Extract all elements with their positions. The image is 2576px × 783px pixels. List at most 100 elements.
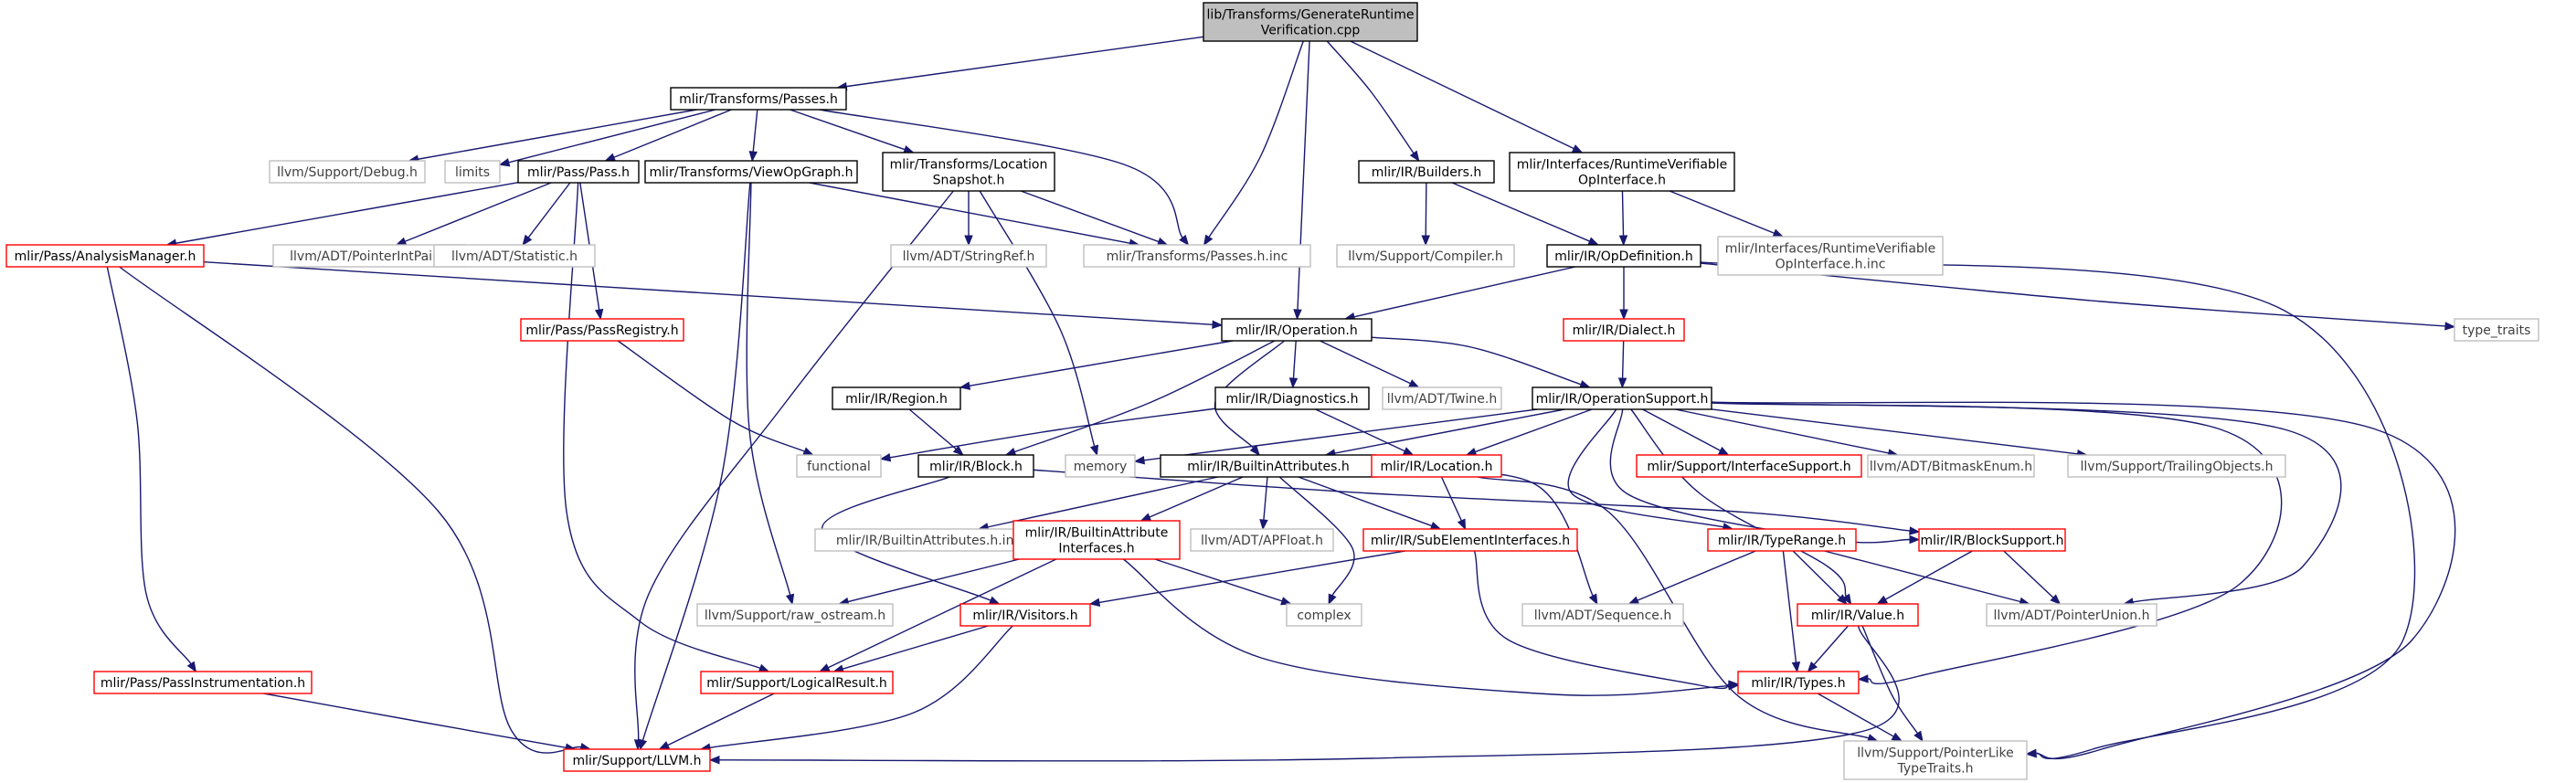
node-label: mlir/IR/BuiltinAttribute (1025, 526, 1169, 541)
edge-arrowhead (1293, 309, 1302, 321)
node-block-support-h[interactable]: mlir/IR/BlockSupport.h (1918, 528, 2066, 552)
edge-ir-value-h-to-ir-types-h (1807, 625, 1849, 673)
node-ir-operation-h[interactable]: mlir/IR/Operation.h (1221, 318, 1373, 342)
edge-line (1451, 182, 1590, 242)
edge-arrowhead (964, 235, 973, 247)
edge-arrowhead (498, 158, 511, 167)
node-label: functional (807, 460, 871, 474)
node-root[interactable]: lib/Transforms/GenerateRuntimeVerificati… (1203, 2, 1418, 42)
node-box (959, 603, 1091, 627)
node-adt-sequence-h: llvm/ADT/Sequence.h (1521, 603, 1684, 627)
edge-arrowhead (1133, 456, 1146, 465)
node-builtin-attributes-h-inc: mlir/IR/BuiltinAttributes.h.inc (814, 528, 1043, 552)
node-box (832, 386, 961, 410)
node-sub-element-interfaces-h[interactable]: mlir/IR/SubElementInterfaces.h (1362, 528, 1578, 552)
node-transforms-passes-h[interactable]: mlir/Transforms/Passes.h (670, 87, 847, 111)
node-support-llvm-h[interactable]: mlir/Support/LLVM.h (563, 748, 711, 772)
node-label: mlir/IR/Diagnostics.h (1225, 392, 1358, 407)
node-ir-visitors-h[interactable]: mlir/IR/Visitors.h (959, 603, 1091, 627)
node-pass-instrumentation-h[interactable]: mlir/Pass/PassInstrumentation.h (93, 671, 313, 694)
node-label: mlir/Pass/PassRegistry.h (525, 323, 678, 338)
node-ir-block-h[interactable]: mlir/IR/Block.h (917, 454, 1034, 478)
edge-line (1817, 693, 1894, 737)
node-limits: limits (444, 160, 501, 184)
node-box (563, 748, 711, 772)
edge-arrowhead (1328, 593, 1337, 606)
edge-ir-value-h-to-support-llvm-h (708, 625, 1900, 765)
edge-line (106, 266, 192, 664)
edge-arrowhead (1913, 730, 1924, 743)
edge-analysis-manager-h-to-pass-instrumentation-h (106, 266, 197, 673)
edge-line (418, 109, 697, 160)
node-label: mlir/Pass/Pass.h (527, 165, 630, 180)
edge-line (641, 182, 751, 741)
node-box (1203, 2, 1418, 42)
node-pass-registry-h[interactable]: mlir/Pass/PassRegistry.h (520, 318, 684, 342)
node-label: llvm/ADT/APFloat.h (1201, 534, 1323, 548)
edge-arrowhead (785, 593, 795, 606)
edge-op-support-h-to-memory (1133, 408, 1538, 465)
node-runtime-verifiable-h[interactable]: mlir/Interfaces/RuntimeVerifiableOpInter… (1509, 152, 1735, 192)
edge-op-definition-h-to-ir-dialect-h (1619, 267, 1628, 321)
edge-arrowhead (1203, 234, 1214, 247)
node-ir-region-h[interactable]: mlir/IR/Region.h (832, 386, 961, 410)
edge-op-support-h-to-bitmask-enum-h (1675, 408, 1899, 458)
edge-line (1675, 408, 1889, 454)
node-ir-types-h[interactable]: mlir/IR/Types.h (1737, 671, 1860, 694)
edge-arrowhead (1617, 377, 1627, 389)
node-type-range-h[interactable]: mlir/IR/TypeRange.h (1707, 528, 1857, 552)
node-box (1336, 244, 1515, 268)
node-view-op-graph-h[interactable]: mlir/Transforms/ViewOpGraph.h (644, 160, 858, 184)
node-box (1509, 152, 1735, 192)
node-box (1160, 454, 1377, 478)
edge-line (1700, 261, 2416, 759)
node-op-definition-h[interactable]: mlir/IR/OpDefinition.h (1546, 244, 1701, 268)
node-ir-builders-h[interactable]: mlir/IR/Builders.h (1358, 160, 1495, 184)
edge-arrowhead (879, 453, 892, 462)
node-ir-dialect-h[interactable]: mlir/IR/Dialect.h (1563, 318, 1685, 342)
node-pass-pass-h[interactable]: mlir/Pass/Pass.h (517, 160, 640, 184)
edge-arrowhead (1627, 596, 1640, 605)
node-op-support-h[interactable]: mlir/IR/OperationSupport.h (1532, 386, 1712, 410)
node-string-ref-h: llvm/ADT/StringRef.h (890, 244, 1047, 268)
node-box (1083, 244, 1311, 268)
node-ir-value-h[interactable]: mlir/IR/Value.h (1797, 603, 1919, 627)
edge-line (1792, 550, 1841, 598)
node-ir-location-h[interactable]: mlir/IR/Location.h (1371, 454, 1502, 478)
edge-ir-visitors-h-to-logical-result-h (832, 625, 989, 673)
edge-op-support-h-to-ir-types-h (1711, 402, 2283, 685)
edge-location-snapshot-h-to-memory (979, 190, 1099, 457)
edge-analysis-manager-h-to-ir-operation-h (203, 261, 1224, 329)
edge-runtime-verifiable-h-to-runtime-verifiable-h-inc (1669, 190, 1785, 238)
edge-arrowhead (658, 741, 671, 750)
edge-arrowhead (988, 596, 1001, 605)
node-label: llvm/Support/Debug.h (277, 165, 418, 180)
node-apfloat-h: llvm/ADT/APFloat.h (1190, 528, 1334, 552)
edge-arrowhead (522, 234, 533, 247)
edge-line (1122, 558, 1730, 696)
node-logical-result-h[interactable]: mlir/Support/LogicalResult.h (700, 671, 894, 694)
node-box (1636, 454, 1862, 478)
node-interface-support-h[interactable]: mlir/Support/InterfaceSupport.h (1636, 454, 1862, 478)
edge-pass-pass-h-to-pointer-int-pair-h (395, 182, 552, 246)
node-builtin-attributes-h[interactable]: mlir/IR/BuiltinAttributes.h (1160, 454, 1377, 478)
node-label: mlir/IR/Dialect.h (1573, 323, 1676, 338)
edge-line (1621, 340, 1625, 379)
edge-line (1350, 40, 1574, 150)
node-box (520, 318, 684, 342)
edge-arrowhead (1088, 598, 1101, 607)
edge-arrowhead (1409, 150, 1420, 163)
edge-transforms-passes-h-to-view-op-graph-h (748, 109, 758, 163)
edge-arrowhead (1618, 235, 1628, 247)
edge-arrowhead (1891, 732, 1903, 742)
edge-pass-instrumentation-h-to-support-llvm-h (263, 693, 577, 752)
node-label: mlir/Transforms/Passes.h.inc (1107, 249, 1288, 264)
edge-view-op-graph-h-to-raw-ostream-h (746, 182, 795, 606)
edge-line (1884, 550, 1973, 600)
node-box (1358, 160, 1495, 184)
node-analysis-manager-h[interactable]: mlir/Pass/AnalysisManager.h (5, 244, 205, 268)
node-ir-diagnostics-h[interactable]: mlir/IR/Diagnostics.h (1214, 386, 1370, 410)
edge-line (563, 182, 761, 670)
